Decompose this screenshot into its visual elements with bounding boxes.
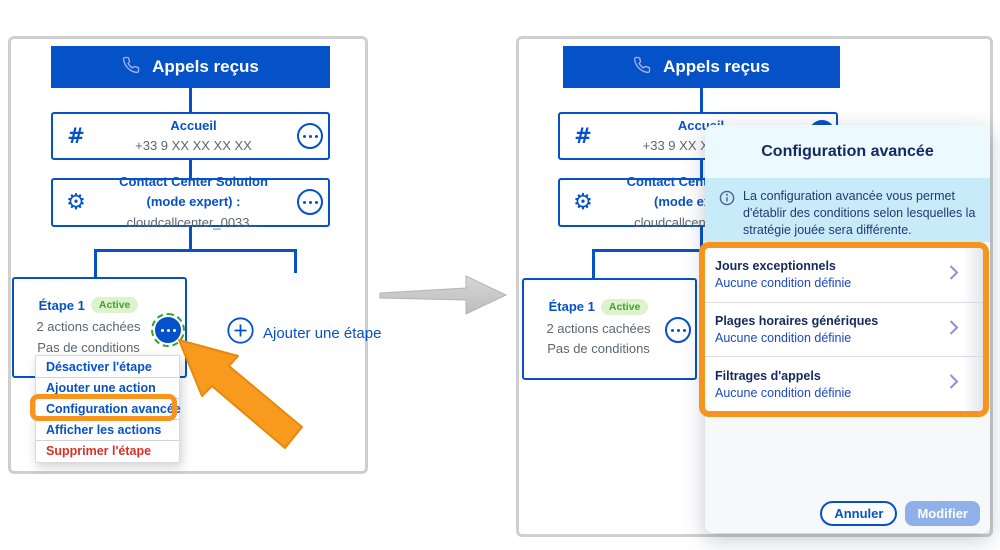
node-title: Contact Center Solution (mode expert) : xyxy=(119,174,268,210)
transition-arrow-icon xyxy=(379,275,508,315)
menu-item-desactiver[interactable]: Désactiver l'étape xyxy=(36,357,179,378)
menu-item-afficher-actions[interactable]: Afficher les actions xyxy=(36,420,179,441)
scrollbar-track xyxy=(963,248,983,411)
menu-item-configuration-avancee[interactable]: Configuration avancée xyxy=(36,399,181,420)
section-subtitle: Aucune condition définie xyxy=(715,385,852,400)
section-plages-horaires[interactable]: Plages horaires génériques Aucune condit… xyxy=(705,303,983,358)
gear-icon: ⚙ xyxy=(66,189,86,215)
connector-line xyxy=(94,249,297,252)
popover-info-text: La configuration avancée vous permet d'é… xyxy=(743,189,976,237)
node-subtitle: +33 9 XX XX XX XX xyxy=(135,138,252,153)
context-menu: Désactiver l'étape Ajouter une action Co… xyxy=(35,355,181,463)
highlight-conditions-list: Jours exceptionnels Aucune condition déf… xyxy=(699,242,989,417)
connector-line xyxy=(592,249,595,279)
section-filtrages-appels[interactable]: Filtrages d'appels Aucune condition défi… xyxy=(705,357,983,411)
ellipsis-icon[interactable] xyxy=(151,313,185,347)
menu-item-ajouter-action[interactable]: Ajouter une action xyxy=(36,378,179,399)
etape-line: Pas de conditions xyxy=(547,341,650,356)
plus-circle-icon xyxy=(227,317,254,349)
flow-panel-after: Appels reçus # Accueil +33 9 XX XX XX XX… xyxy=(516,36,993,537)
connector-line xyxy=(700,88,703,112)
connector-line xyxy=(700,160,703,178)
connector-line xyxy=(94,249,97,279)
flow-root-node: Appels reçus xyxy=(51,46,330,88)
connector-line xyxy=(189,227,192,249)
menu-item-supprimer[interactable]: Supprimer l'étape xyxy=(46,444,152,458)
node-subtitle: cloudcallcenter_0033... xyxy=(126,214,261,230)
section-title: Jours exceptionnels xyxy=(715,259,836,274)
section-subtitle: Aucune condition définie xyxy=(715,276,852,291)
etape-title: Étape 1 xyxy=(548,299,595,315)
flow-panel-before: Appels reçus # Accueil +33 9 XX XX XX XX… xyxy=(8,36,381,474)
connector-line xyxy=(189,88,192,112)
section-jours-exceptionnels[interactable]: Jours exceptionnels Aucune condition déf… xyxy=(705,248,983,303)
etape-line: 2 actions cachées xyxy=(546,320,651,336)
etape-line: 2 actions cachées xyxy=(36,319,141,335)
annotation-arrow-icon xyxy=(178,339,303,449)
popover-info-banner: La configuration avancée vous permet d'é… xyxy=(705,178,990,242)
add-step-label: Ajouter une étape xyxy=(263,324,382,342)
etape-line: Pas de conditions xyxy=(37,339,140,355)
connector-line xyxy=(700,227,703,249)
ellipsis-icon[interactable] xyxy=(297,189,323,215)
flow-root-node: Appels reçus xyxy=(563,46,840,88)
connector-line xyxy=(592,249,790,252)
etape-title: Étape 1 xyxy=(38,297,85,313)
submit-button[interactable]: Modifier xyxy=(905,501,980,526)
chevron-right-icon xyxy=(949,264,959,285)
phone-icon xyxy=(633,56,651,79)
chevron-right-icon xyxy=(949,319,959,340)
phone-icon xyxy=(122,56,140,79)
popover-title: Configuration avancée xyxy=(705,125,990,178)
cancel-button[interactable]: Annuler xyxy=(820,501,898,526)
gear-icon: ⚙ xyxy=(573,189,593,215)
section-subtitle: Aucune condition définie xyxy=(715,331,852,345)
connector-line xyxy=(294,249,297,273)
node-title: Accueil xyxy=(170,117,217,133)
chevron-right-icon xyxy=(949,374,959,395)
section-title: Plages horaires génériques xyxy=(715,314,879,328)
dialpad-hash-icon: # xyxy=(574,124,592,148)
section-title: Filtrages d'appels xyxy=(715,368,821,383)
ellipsis-icon[interactable] xyxy=(665,317,691,343)
flow-header-title: Appels reçus xyxy=(663,57,770,76)
status-badge: Active xyxy=(600,298,649,315)
status-badge: Active xyxy=(90,297,139,314)
node-accueil: # Accueil +33 9 XX XX XX XX xyxy=(51,112,330,160)
info-icon xyxy=(719,190,735,232)
ellipsis-icon[interactable] xyxy=(297,123,323,149)
dialpad-hash-icon: # xyxy=(67,124,85,148)
node-contact-center: ⚙ Contact Center Solution (mode expert) … xyxy=(51,174,330,230)
connector-line xyxy=(189,160,192,178)
add-step-button[interactable]: Ajouter une étape xyxy=(227,317,381,349)
flow-header-title: Appels reçus xyxy=(152,57,259,76)
